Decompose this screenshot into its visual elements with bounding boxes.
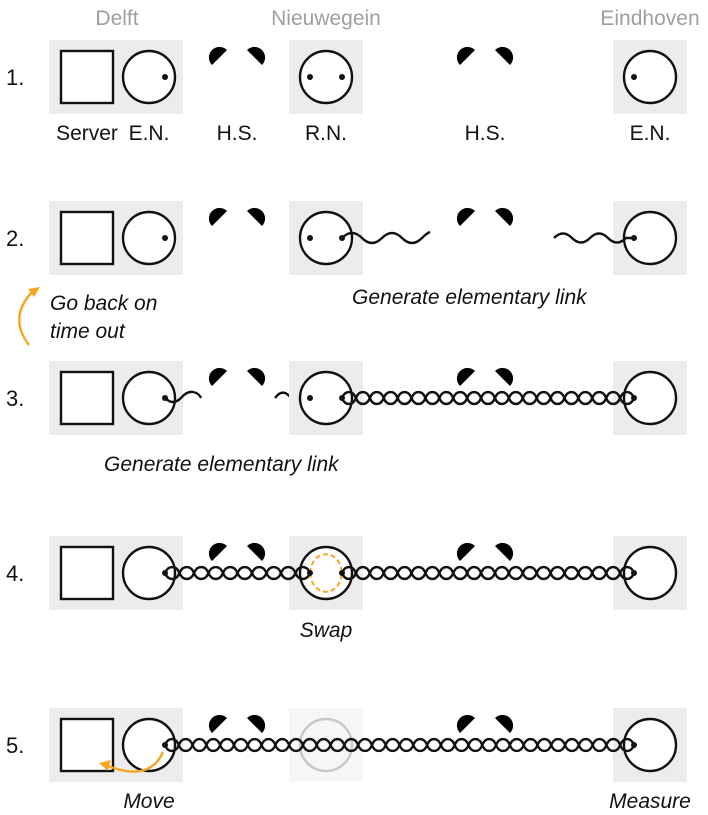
photon-wave-icon: [341, 230, 431, 245]
entanglement-chain-icon: [163, 737, 636, 753]
heralding-station-label: H.S.: [217, 122, 258, 145]
qubit-dot: [307, 395, 313, 401]
qubit-dot: [339, 570, 345, 576]
qubit-circle-icon: [121, 49, 177, 105]
caption-measure: Measure: [609, 790, 691, 813]
city-label-delft: Delft: [95, 7, 138, 30]
step-number: 3.: [6, 386, 24, 411]
qubit-dot: [339, 74, 345, 80]
qubit-dot: [162, 570, 168, 576]
swap-indicator: [309, 553, 343, 574]
caption-generate-link: Generate elementary link: [104, 453, 340, 476]
step-row-3: 3. Generate elementary link: [6, 361, 687, 476]
city-label-nieuwegein: Nieuwegein: [271, 7, 381, 30]
qubit-dot: [631, 235, 637, 241]
step-row-5: 5. Move Measure: [6, 708, 691, 813]
photon-wave-icon: [553, 232, 634, 244]
qubit-dot: [162, 742, 168, 748]
curved-arrow-icon: [18, 291, 33, 346]
heralding-station-icon: [456, 207, 514, 250]
entanglement-chain-icon: [340, 565, 636, 581]
qubit-dot: [631, 74, 637, 80]
qubit-circle-icon: [622, 370, 678, 426]
step-number: 1.: [6, 65, 24, 90]
qubit-circle-icon: [121, 545, 177, 601]
step-number: 2.: [6, 226, 24, 251]
caption-go-back-line2: time out: [50, 320, 126, 343]
step-row-1: 1. Server E.N. H.S. R.N. H.S. E.N.: [6, 40, 687, 145]
step-number: 5.: [6, 733, 24, 758]
qubit-dot: [307, 235, 313, 241]
entanglement-chain-icon: [340, 390, 636, 406]
entanglement-chain-icon: [163, 565, 312, 581]
qubit-dot: [162, 395, 168, 401]
qubit-dot: [631, 742, 637, 748]
heralding-station-icon: [208, 46, 266, 89]
curved-arrow-icon: [107, 751, 165, 773]
server-square-icon: [59, 370, 115, 426]
swap-indicator: [309, 572, 343, 593]
qubit-dot: [339, 395, 345, 401]
heralding-station-icon: [208, 367, 266, 410]
step-row-4: 4. Swap: [6, 536, 687, 642]
step-row-2: 2. Go back on time out Generate elementa…: [6, 201, 687, 346]
qubit-dot: [631, 570, 637, 576]
caption-swap: Swap: [300, 619, 353, 642]
caption-generate-link: Generate elementary link: [352, 286, 588, 309]
server-label: Server: [56, 122, 118, 145]
chain-strand: [163, 737, 636, 753]
server-square-icon: [59, 210, 115, 266]
server-square-icon: [59, 545, 115, 601]
qubit-circle-icon: [622, 717, 678, 773]
caption-go-back-line1: Go back on: [50, 292, 157, 315]
qubit-circle-icon: [121, 717, 177, 773]
qubit-circle-icon: [121, 210, 177, 266]
heralding-station-icon: [456, 46, 514, 89]
end-node-label: E.N.: [129, 122, 170, 145]
repeater-node-label: R.N.: [305, 122, 347, 145]
chain-strand: [340, 565, 636, 581]
photon-wave-icon: [164, 390, 203, 404]
heralding-station-label: H.S.: [465, 122, 506, 145]
step-number: 4.: [6, 561, 24, 586]
city-label-eindhoven: Eindhoven: [600, 7, 699, 30]
qubit-dot: [162, 74, 168, 80]
heralding-station-icon: [208, 207, 266, 250]
qubit-circle-icon: [298, 370, 354, 426]
arrow-head: [99, 760, 111, 771]
qubit-dot: [307, 570, 313, 576]
chain-strand: [340, 390, 636, 406]
chain-strand: [340, 565, 636, 581]
qubit-circle-icon: [622, 545, 678, 601]
qubit-dot: [631, 395, 637, 401]
qubit-circle-icon: [622, 49, 678, 105]
qubit-dot: [162, 235, 168, 241]
chain-strand: [163, 565, 312, 581]
qubit-circle-icon: [298, 717, 354, 773]
chain-strand: [340, 390, 636, 406]
end-node-label: E.N.: [630, 122, 671, 145]
nieuwegein-node-background: [289, 708, 363, 782]
qubit-circle-icon: [298, 49, 354, 105]
qubit-circle-icon: [121, 370, 177, 426]
qubit-circle-icon: [298, 210, 354, 266]
qubit-dot: [307, 74, 313, 80]
qubit-circle-icon: [622, 210, 678, 266]
qubit-circle-icon: [298, 545, 354, 601]
arrow-head: [28, 287, 40, 297]
server-square-icon: [59, 49, 115, 105]
caption-move: Move: [123, 790, 174, 813]
